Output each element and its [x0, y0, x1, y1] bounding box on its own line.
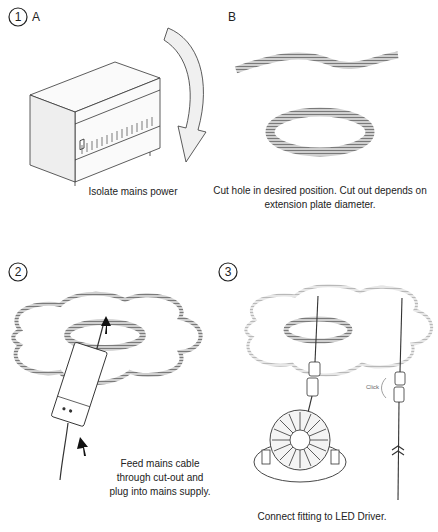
instruction-caption: Connect fitting to LED Driver. — [222, 510, 422, 524]
up-arrow — [101, 316, 111, 334]
instruction-caption: Isolate mains power — [53, 185, 213, 199]
instruction-caption: Cut hole in desired position. Cut out de… — [206, 184, 434, 212]
panel-letter: B — [228, 9, 248, 25]
ceiling-outline — [13, 294, 200, 383]
mains-cable — [96, 322, 104, 352]
consumer-unit — [30, 62, 160, 186]
callout-number: 3 — [218, 262, 238, 282]
up-arrow — [77, 437, 88, 456]
driver-cable — [392, 298, 404, 500]
ceiling-outline — [246, 286, 432, 375]
connector — [307, 362, 320, 396]
panel-letter: A — [32, 9, 52, 25]
step-number-circle: 3 — [218, 262, 238, 282]
callout-number: 2 — [8, 262, 28, 282]
led-driver — [51, 342, 107, 427]
instruction-caption: Feed mains cable through cut-out and plu… — [108, 457, 213, 499]
connector — [394, 372, 405, 402]
downlight-fitting — [254, 410, 346, 482]
cut-strip — [236, 55, 398, 70]
callout-number: 1 — [8, 7, 28, 27]
step-number-circle: 1 — [8, 7, 28, 27]
supply-cable — [60, 423, 68, 480]
step-number-circle: 2 — [8, 262, 28, 282]
ceiling-hole — [286, 319, 350, 341]
note-text: Click — [366, 383, 390, 391]
cut-hole-ring — [270, 112, 370, 152]
click-mark — [382, 378, 387, 398]
curved-arrow — [164, 28, 206, 162]
fitting-cable — [305, 296, 318, 425]
